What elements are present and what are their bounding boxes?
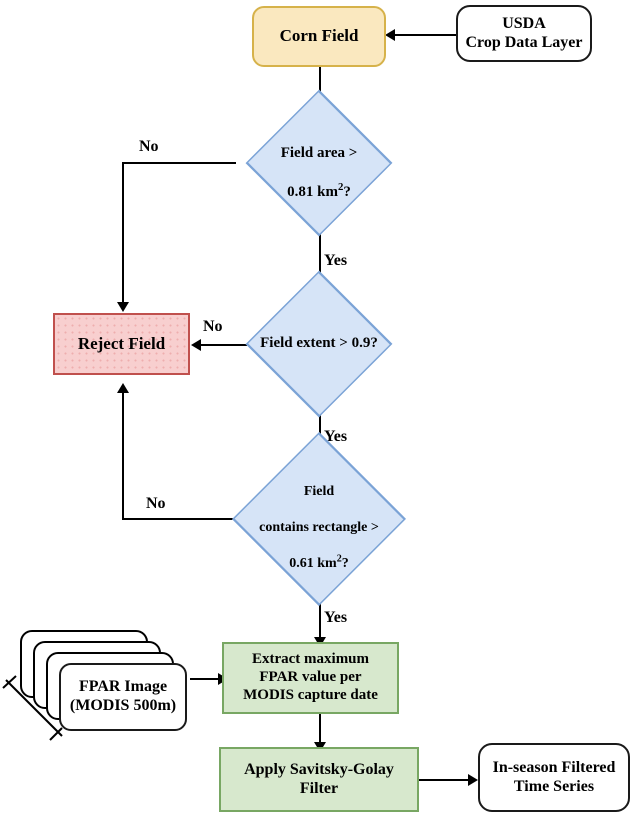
- decision-rect-line3-sup: 2: [336, 553, 342, 565]
- arrowhead-usda-to-corn: [385, 29, 395, 41]
- node-in-season-filtered-time-series[interactable]: In-season Filtered Time Series: [478, 743, 630, 812]
- arrowhead-savitsky-to-timeseries: [468, 774, 478, 786]
- decision-field-area-line2-sup: 2: [337, 180, 344, 193]
- node-reject-field[interactable]: Reject Field: [53, 313, 190, 375]
- edge-extent-no-horizontal: [199, 344, 247, 346]
- node-decision-field-area[interactable]: Field area > 0.81 km2?: [245, 89, 393, 237]
- decision-field-area-line1: Field area >: [280, 144, 358, 161]
- edge-label-no-area: No: [139, 138, 159, 155]
- decision-field-area-line2-pre: 0.81 km: [287, 183, 338, 200]
- edge-label-no-rect: No: [146, 495, 166, 512]
- decision-contains-rectangle-text: Field contains rectangle > 0.61 km2?: [236, 464, 402, 574]
- edge-area-no-vertical: [122, 162, 124, 305]
- decision-field-extent-text: Field extent > 0.9?: [260, 335, 378, 352]
- node-time-series-label: In-season Filtered Time Series: [492, 758, 616, 795]
- node-fpar-image-label: FPAR Image (MODIS 500m): [69, 678, 177, 714]
- edge-usda-to-corn: [393, 34, 456, 36]
- decision-field-area-line2-post: ?: [343, 183, 351, 200]
- edge-label-yes-extent: Yes: [324, 428, 348, 445]
- edge-area-yes-vertical: [319, 208, 321, 283]
- node-apply-savitsky-golay[interactable]: Apply Savitsky-Golay Filter: [219, 747, 419, 812]
- node-fpar-image-stack[interactable]: FPAR Image (MODIS 500m): [20, 630, 195, 731]
- decision-rect-line2: contains rectangle >: [259, 520, 379, 535]
- edge-rect-yes-vertical: [319, 572, 321, 642]
- node-decision-field-extent[interactable]: Field extent > 0.9?: [245, 270, 393, 418]
- node-extract-max-fpar[interactable]: Extract maximum FPAR value per MODIS cap…: [222, 642, 399, 714]
- edge-label-no-extent: No: [203, 318, 223, 335]
- node-decision-contains-rectangle[interactable]: Field contains rectangle > 0.61 km2?: [232, 432, 406, 606]
- node-corn-field[interactable]: Corn Field: [252, 6, 386, 67]
- node-fpar-image[interactable]: FPAR Image (MODIS 500m): [59, 663, 187, 731]
- decision-field-area-text: Field area > 0.81 km2?: [247, 117, 391, 209]
- edge-rect-no-horizontal: [122, 518, 236, 520]
- node-extract-max-fpar-label: Extract maximum FPAR value per MODIS cap…: [243, 651, 378, 703]
- edge-fpar-to-extract: [190, 678, 222, 680]
- node-reject-field-label: Reject Field: [77, 333, 166, 353]
- arrowhead-extent-no: [191, 339, 201, 351]
- node-usda-crop-data-layer[interactable]: USDA Crop Data Layer: [456, 5, 592, 62]
- node-apply-savitsky-golay-label: Apply Savitsky-Golay Filter: [244, 760, 394, 797]
- edge-area-no-horizontal: [122, 162, 236, 164]
- edge-extract-to-savitsky: [319, 714, 321, 747]
- arrowhead-area-no: [117, 302, 129, 312]
- edge-extent-yes-vertical: [319, 390, 321, 464]
- node-usda-label: USDA Crop Data Layer: [465, 14, 583, 51]
- edge-label-yes-rect: Yes: [324, 609, 348, 626]
- arrowhead-rect-no: [117, 383, 129, 393]
- decision-rect-line1: Field: [303, 483, 335, 499]
- edge-savitsky-to-timeseries: [419, 779, 472, 781]
- edge-label-yes-area: Yes: [324, 252, 348, 269]
- node-corn-field-label: Corn Field: [279, 26, 359, 46]
- decision-rect-line3-post: ?: [341, 556, 349, 572]
- stack-depth-indicator-icon: [2, 675, 63, 741]
- edge-rect-no-vertical: [122, 392, 124, 520]
- decision-rect-line3-pre: 0.61 km: [289, 556, 337, 572]
